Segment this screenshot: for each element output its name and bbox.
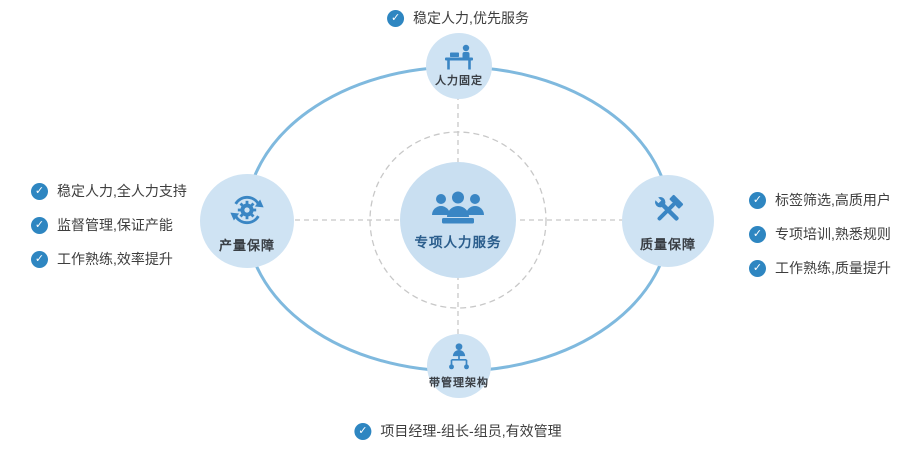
- top-node: 人力固定: [426, 33, 492, 99]
- callout-item: ✓ 工作熟练,质量提升: [749, 258, 891, 278]
- center-node: 专项人力服务: [400, 162, 516, 278]
- people-group-icon: [432, 191, 484, 223]
- bottom-node-label: 带管理架构: [429, 377, 489, 389]
- callout-text: 稳定人力,优先服务: [413, 10, 529, 26]
- right-node: 质量保障: [622, 175, 714, 267]
- left-node: 产量保障: [200, 174, 294, 268]
- center-dashed-ring: [369, 131, 547, 309]
- check-icon: ✓: [31, 250, 48, 268]
- check-icon: ✓: [354, 422, 372, 440]
- bottom-node: 带管理架构: [427, 334, 491, 398]
- callout-text: 专项培训,熟悉规则: [775, 226, 891, 242]
- callout-text: 标签筛选,高质用户: [775, 192, 891, 208]
- check-icon: ✓: [31, 216, 48, 234]
- left-callout-list: ✓ 稳定人力,全人力支持 ✓ 监督管理,保证产能 ✓ 工作熟练,效率提升: [31, 181, 187, 283]
- callout-text: 项目经理-组长-组员,有效管理: [380, 423, 562, 439]
- callout-item: ✓ 监督管理,保证产能: [31, 215, 187, 235]
- callout-item: ✓ 稳定人力,优先服务: [387, 8, 529, 28]
- callout-item: ✓ 项目经理-组长-组员,有效管理: [354, 421, 562, 441]
- right-node-label: 质量保障: [639, 236, 696, 252]
- check-icon: ✓: [749, 225, 766, 243]
- bottom-callout: ✓ 项目经理-组长-组员,有效管理: [354, 421, 562, 451]
- callout-text: 工作熟练,效率提升: [57, 251, 173, 267]
- callout-item: ✓ 标签筛选,高质用户: [749, 190, 891, 210]
- check-icon: ✓: [749, 259, 766, 277]
- check-icon: ✓: [749, 191, 766, 209]
- wrench-hammer-icon: [653, 194, 684, 221]
- top-callout: ✓ 稳定人力,优先服务: [387, 8, 529, 42]
- callout-item: ✓ 稳定人力,全人力支持: [31, 181, 187, 201]
- callout-text: 工作熟练,质量提升: [775, 260, 891, 276]
- org-structure-icon: [449, 343, 469, 370]
- callout-item: ✓ 工作熟练,效率提升: [31, 249, 187, 269]
- callout-text: 稳定人力,全人力支持: [57, 183, 187, 199]
- callout-text: 监督管理,保证产能: [57, 217, 173, 233]
- callout-item: ✓ 专项培训,熟悉规则: [749, 224, 891, 244]
- top-node-label: 人力固定: [435, 75, 483, 87]
- left-node-label: 产量保障: [218, 237, 275, 253]
- gear-sync-icon: [230, 195, 264, 224]
- center-node-label: 专项人力服务: [414, 234, 502, 250]
- right-callout-list: ✓ 标签筛选,高质用户 ✓ 专项培训,熟悉规则 ✓ 工作熟练,质量提升: [749, 190, 891, 292]
- check-icon: ✓: [31, 182, 48, 200]
- person-desk-icon: [445, 44, 473, 70]
- check-icon: ✓: [387, 9, 405, 27]
